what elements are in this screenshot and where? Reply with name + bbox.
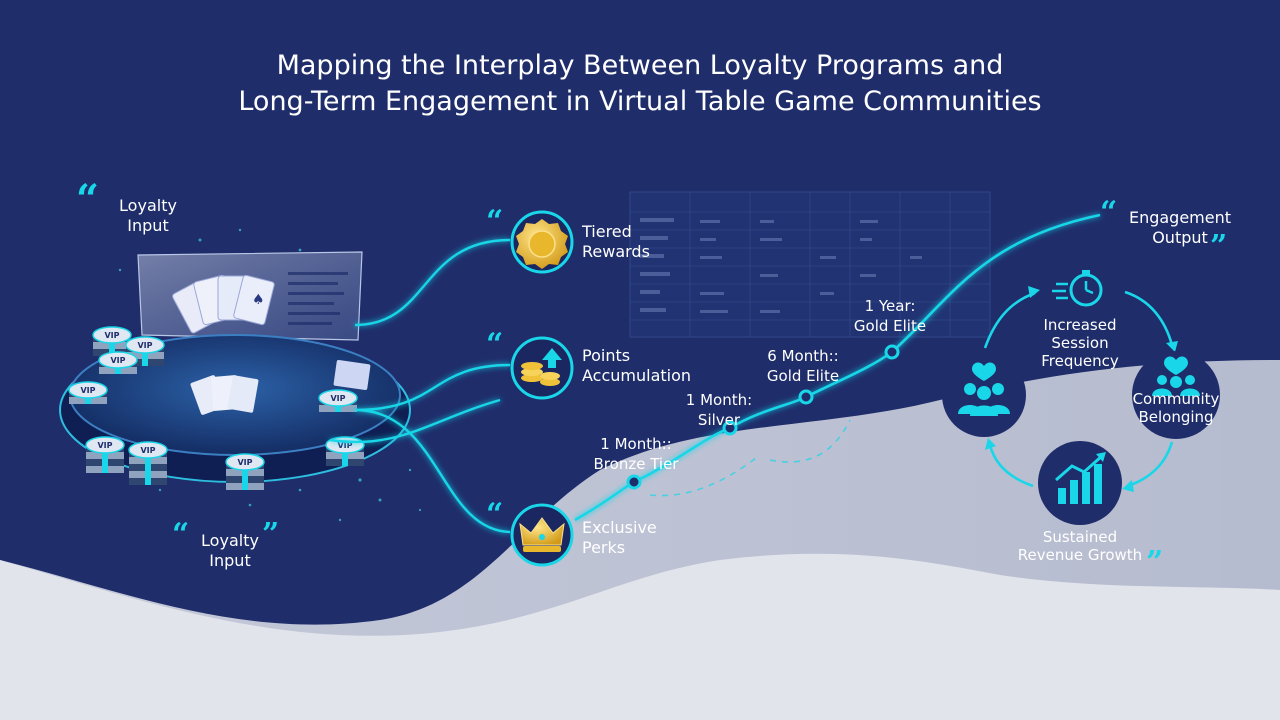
- page-title: Mapping the Interplay Between Loyalty Pr…: [90, 48, 1190, 120]
- people-heart-icon: [1132, 351, 1220, 439]
- vip-chip-label: VIP: [140, 446, 155, 455]
- cycle-label-community: Community Belonging: [1132, 390, 1220, 426]
- connection-lines: [329, 238, 511, 534]
- vip-chip-stack: VIP: [125, 336, 165, 366]
- vip-chip-stack: VIP: [68, 381, 108, 404]
- bar-chart-growth-icon: [1038, 441, 1122, 525]
- open-quote-icon: “: [76, 176, 100, 223]
- open-quote-icon: “: [486, 204, 504, 239]
- vip-chip-label: VIP: [110, 356, 125, 365]
- loyalty-input-top-label: Loyalty Input: [119, 196, 177, 235]
- reward-label-tiered: Tiered Rewards: [582, 222, 650, 261]
- vip-chip-stack: VIP: [225, 453, 265, 490]
- reward-label-points: Points Accumulation: [582, 346, 692, 385]
- vip-chip-stack: VIP: [128, 441, 168, 485]
- player-level-screen: ♠: [137, 251, 363, 341]
- close-quote-icon: ”: [262, 517, 280, 552]
- open-quote-icon: “: [172, 517, 190, 552]
- milestone-label-silver: 1 Month: Silver: [685, 391, 753, 429]
- open-quote-icon: “: [486, 327, 504, 362]
- milestone-label-gold-6m: 6 Month:: Gold Elite: [766, 347, 840, 385]
- engagement-output-label: Engagement Output: [1128, 208, 1232, 247]
- milestone-dots: [626, 344, 900, 490]
- close-quote-icon: ”: [1210, 229, 1228, 264]
- vip-chip-stacks: VIP VIP VIP VIP VIP VIP VIP VIP VIP: [68, 326, 365, 490]
- vip-chip-label: VIP: [104, 331, 119, 340]
- close-quote-icon: ”: [1146, 545, 1164, 580]
- vip-chip-stack: VIP: [98, 351, 138, 374]
- cycle-label-revenue: Sustained Revenue Growth: [1017, 528, 1143, 564]
- vip-chip-label: VIP: [337, 441, 352, 450]
- cycle-label-session-frequency: Increased Session Frequency: [1041, 316, 1119, 370]
- vip-chip-label: VIP: [80, 386, 95, 395]
- vip-chip-label: VIP: [137, 341, 152, 350]
- reward-icons: [510, 210, 574, 567]
- light-wave: [0, 553, 1280, 720]
- medal-icon: [510, 210, 574, 274]
- cycle-arrowheads: [985, 286, 1178, 492]
- coins-arrow-icon: [510, 336, 574, 400]
- stats-table-backdrop: [629, 191, 991, 338]
- vip-chip-label: VIP: [237, 458, 252, 467]
- vip-chip-stack: VIP: [318, 389, 358, 412]
- reward-label-perks: Exclusive Perks: [582, 518, 657, 557]
- loyalty-input-bottom-label: Loyalty Input: [201, 531, 259, 570]
- vip-chip-label: VIP: [330, 394, 345, 403]
- crown-icon: [510, 503, 574, 567]
- open-quote-icon: “: [1100, 195, 1118, 230]
- milestone-label-bronze: 1 Month:: Bronze Tier: [593, 435, 679, 473]
- group-heart-icon: [942, 353, 1026, 437]
- growth-dashes: [649, 419, 851, 497]
- sparkle-dots: [118, 228, 422, 522]
- stopwatch-icon: [1040, 252, 1120, 332]
- cycle-arrows: [983, 290, 1174, 488]
- vip-chip-label: VIP: [97, 441, 112, 450]
- title-line-2: Long-Term Engagement in Virtual Table Ga…: [238, 86, 1042, 117]
- milestone-label-gold-1y: 1 Year: Gold Elite: [853, 297, 927, 335]
- title-line-1: Mapping the Interplay Between Loyalty Pr…: [276, 50, 1004, 81]
- vip-chip-stack: VIP: [85, 436, 125, 473]
- open-quote-icon: “: [486, 497, 504, 532]
- cycle-nodes: [942, 252, 1220, 525]
- svg-text:♠: ♠: [252, 292, 265, 308]
